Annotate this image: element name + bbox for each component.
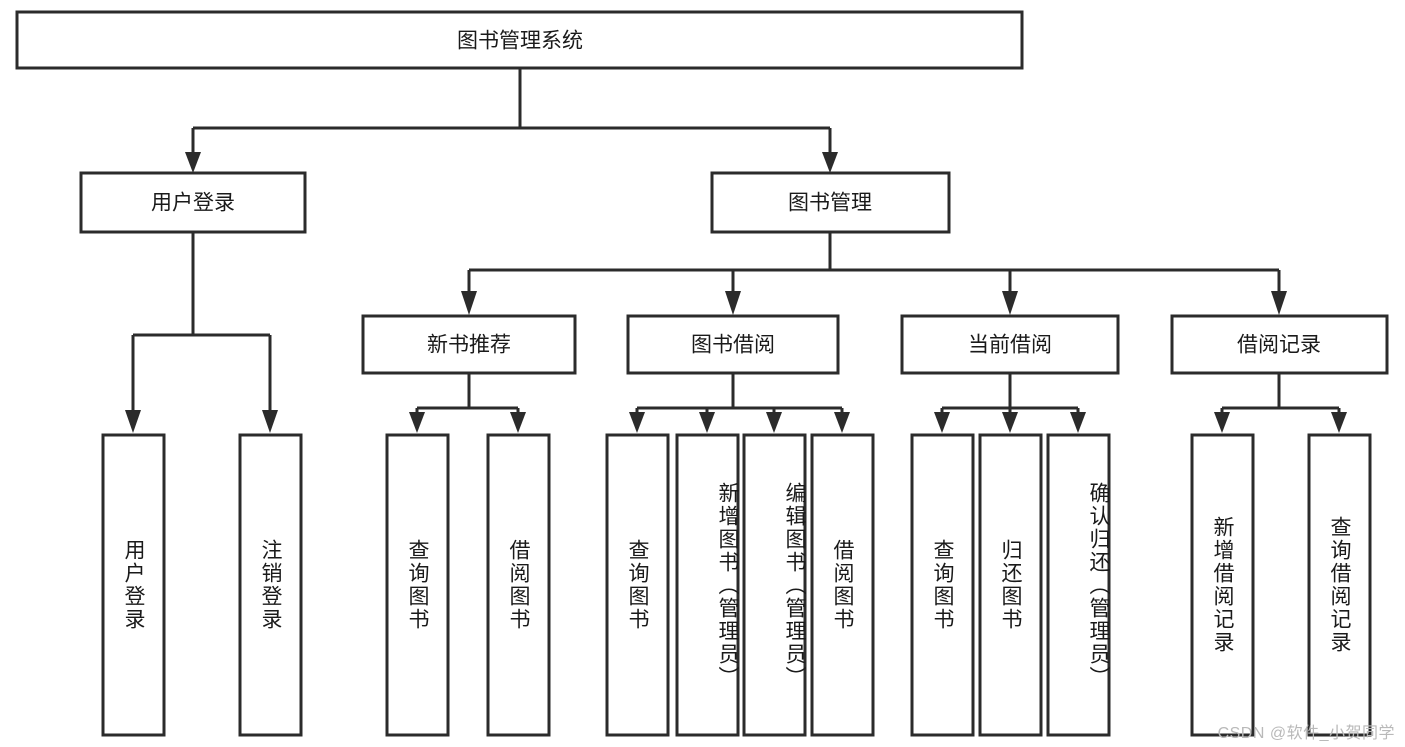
node-borrow-record[interactable]: 借阅记录 [1170, 314, 1389, 375]
leaf-box [810, 433, 875, 737]
connector-currentborrow-to-leaves [934, 373, 1086, 433]
leaf-box [385, 433, 450, 737]
node-book-management-label: 图书管理 [788, 192, 872, 215]
leaf-box [238, 433, 303, 737]
leaf-box [742, 433, 807, 737]
connector-userlogin-to-leaves [125, 232, 278, 433]
node-new-book-recommend[interactable]: 新书推荐 [361, 314, 577, 375]
connector-borrowrecord-to-leaves [1214, 373, 1347, 433]
leaf-box [1307, 433, 1372, 737]
leaf-box [1190, 433, 1255, 737]
node-current-borrow-label: 当前借阅 [968, 334, 1052, 357]
node-new-book-recommend-label: 新书推荐 [427, 334, 511, 357]
node-root-label: 图书管理系统 [457, 30, 583, 53]
leaf-box [605, 433, 670, 737]
node-book-management[interactable]: 图书管理 [710, 171, 951, 234]
connector-booksmgmt-to-level3 [461, 232, 1287, 315]
connector-root-to-level2 [185, 68, 838, 173]
connector-bookborrow-to-leaves [629, 373, 850, 433]
node-root[interactable]: 图书管理系统 [15, 10, 1024, 70]
node-book-borrow[interactable]: 图书借阅 [626, 314, 840, 375]
leaf-box [101, 433, 166, 737]
leaf-box [978, 433, 1043, 737]
node-book-borrow-label: 图书借阅 [691, 334, 775, 357]
connector-newbook-to-leaves [409, 373, 526, 433]
leaf-box [486, 433, 551, 737]
node-user-login-label: 用户登录 [151, 192, 235, 215]
leaf-box [675, 433, 740, 737]
node-user-login[interactable]: 用户登录 [79, 171, 307, 234]
leaf-box [1046, 433, 1111, 737]
node-borrow-record-label: 借阅记录 [1237, 334, 1321, 357]
node-current-borrow[interactable]: 当前借阅 [900, 314, 1120, 375]
leaf-box [910, 433, 975, 737]
csdn-watermark: CSDN @软件_小贺同学 [1217, 725, 1395, 742]
leaf-rects [101, 433, 1372, 737]
